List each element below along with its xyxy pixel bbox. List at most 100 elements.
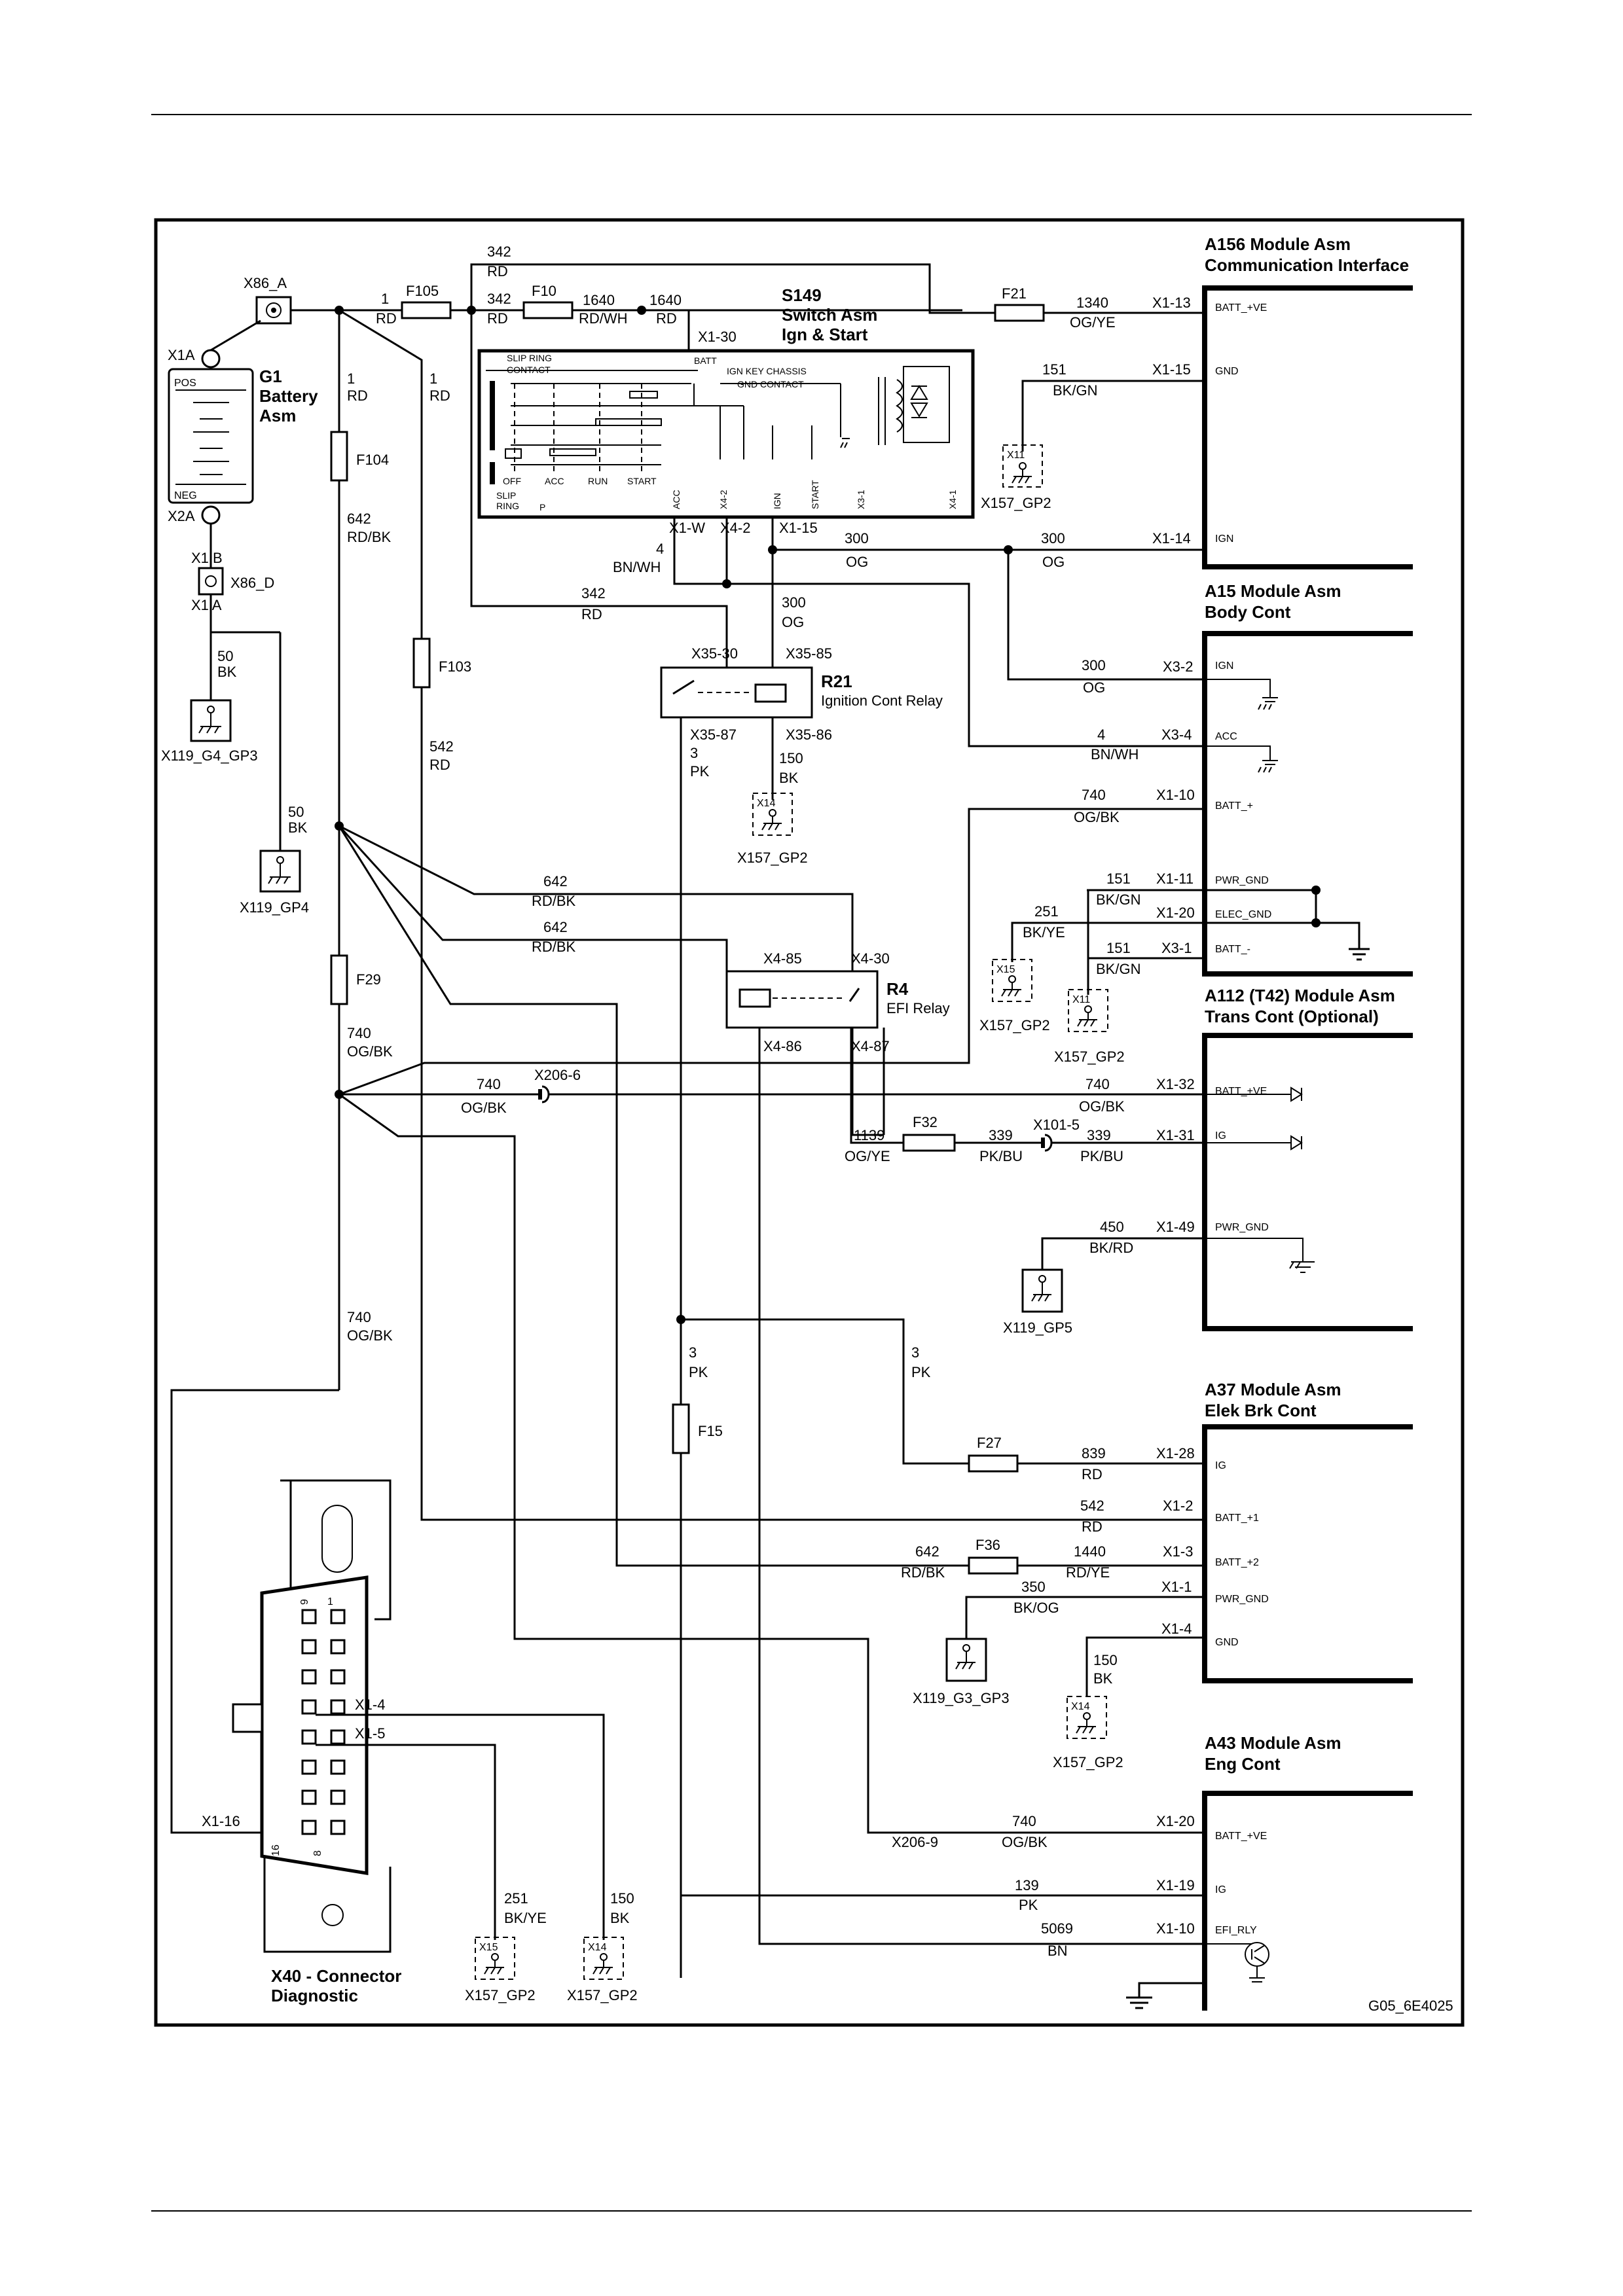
module-a15-subtitle: Body Cont (1205, 602, 1291, 622)
svg-text:X1-15: X1-15 (779, 520, 818, 536)
svg-text:X157_GP2: X157_GP2 (979, 1017, 1050, 1033)
svg-text:642: 642 (915, 1543, 939, 1560)
module-a15-title: A15 Module Asm (1205, 581, 1341, 601)
svg-text:OG: OG (1083, 679, 1105, 696)
dlc-x40 (232, 1479, 392, 1953)
svg-text:OG/BK: OG/BK (1074, 809, 1120, 825)
svg-text:IGN KEY CHASSIS: IGN KEY CHASSIS (727, 366, 807, 376)
svg-text:F27: F27 (977, 1435, 1002, 1451)
svg-text:150: 150 (610, 1890, 634, 1907)
svg-text:X4-1: X4-1 (947, 490, 958, 509)
svg-text:3: 3 (911, 1344, 919, 1361)
svg-text:139: 139 (1015, 1877, 1039, 1893)
svg-text:X1-1: X1-1 (1161, 1579, 1192, 1595)
svg-text:X15: X15 (479, 1942, 498, 1953)
svg-text:RD: RD (1082, 1518, 1103, 1535)
svg-text:X157_GP2: X157_GP2 (465, 1987, 536, 2003)
dlc-pin (330, 1789, 346, 1805)
fuse-f105 (401, 301, 452, 319)
svg-text:Battery: Battery (259, 386, 318, 406)
svg-text:342: 342 (581, 585, 606, 601)
svg-text:OG/BK: OG/BK (1079, 1098, 1125, 1115)
svg-text:X14: X14 (1071, 1701, 1090, 1712)
svg-text:X157_GP2: X157_GP2 (737, 850, 808, 866)
svg-text:X1-14: X1-14 (1152, 530, 1191, 547)
svg-text:PK: PK (911, 1364, 931, 1380)
module-a112-subtitle: Trans Cont (Optional) (1205, 1007, 1379, 1026)
svg-text:BK: BK (288, 819, 308, 836)
module-a43-subtitle: Eng Cont (1205, 1754, 1281, 1774)
svg-text:IG: IG (1215, 1130, 1226, 1141)
svg-text:BK/GN: BK/GN (1096, 891, 1140, 908)
svg-text:IGN: IGN (1215, 533, 1233, 545)
svg-text:X1-13: X1-13 (1152, 295, 1191, 311)
dlc-pin (301, 1699, 317, 1715)
svg-text:X1-19: X1-19 (1156, 1877, 1195, 1893)
svg-text:F10: F10 (532, 283, 556, 299)
svg-text:OG/BK: OG/BK (347, 1327, 393, 1344)
svg-text:BATT_+VE: BATT_+VE (1215, 1086, 1267, 1097)
svg-text:1440: 1440 (1074, 1543, 1106, 1560)
svg-text:342: 342 (487, 291, 511, 307)
svg-text:RD: RD (487, 310, 508, 327)
svg-text:740: 740 (1085, 1076, 1110, 1092)
svg-text:RD/BK: RD/BK (347, 529, 392, 545)
relay-r21-id: R21 (821, 672, 852, 691)
svg-text:151: 151 (1106, 940, 1131, 956)
svg-text:X1 B: X1 B (191, 550, 223, 566)
svg-text:1: 1 (429, 370, 437, 387)
module-a37: A37 Module Asm Elek Brk Cont IG BATT_+1 … (1202, 1380, 1413, 1683)
svg-text:Asm: Asm (259, 406, 296, 425)
svg-text:X14: X14 (588, 1942, 607, 1953)
svg-text:X1-20: X1-20 (1156, 905, 1195, 921)
svg-text:PK: PK (690, 763, 710, 780)
svg-text:X1-10: X1-10 (1156, 787, 1195, 803)
svg-text:X1-28: X1-28 (1156, 1445, 1195, 1462)
module-a43: A43 Module Asm Eng Cont BATT_+VE IG EFI_… (1202, 1733, 1413, 2011)
svg-text:151: 151 (1042, 361, 1067, 378)
svg-text:3: 3 (689, 1344, 697, 1361)
svg-text:50: 50 (217, 648, 233, 664)
svg-text:ACC: ACC (545, 476, 564, 486)
svg-text:16: 16 (270, 1844, 282, 1856)
svg-text:BK: BK (1093, 1670, 1113, 1687)
dlc-pin (301, 1820, 317, 1835)
dlc-pin (301, 1639, 317, 1655)
svg-text:300: 300 (1041, 530, 1065, 547)
svg-text:F105: F105 (406, 283, 439, 299)
svg-text:150: 150 (1093, 1652, 1118, 1668)
svg-text:X3-1: X3-1 (1161, 940, 1192, 956)
svg-text:X119_G4_GP3: X119_G4_GP3 (161, 747, 258, 764)
dlc-pin (301, 1759, 317, 1775)
svg-text:RD/WH: RD/WH (579, 310, 628, 327)
fuse-f21 (994, 304, 1045, 322)
dlc-pin (301, 1789, 317, 1805)
svg-text:X157_GP2: X157_GP2 (981, 495, 1051, 511)
svg-text:OG/BK: OG/BK (1002, 1834, 1048, 1850)
fuse-f15 (672, 1403, 690, 1454)
svg-text:X119_GP5: X119_GP5 (1003, 1319, 1072, 1336)
svg-text:1139: 1139 (854, 1127, 884, 1143)
svg-text:339: 339 (1087, 1127, 1111, 1143)
svg-text:RD/BK: RD/BK (532, 893, 576, 909)
svg-text:BATT_+: BATT_+ (1215, 800, 1253, 812)
svg-text:X1 A: X1 A (191, 597, 222, 613)
svg-text:X1-16: X1-16 (202, 1813, 240, 1829)
svg-text:642: 642 (543, 873, 568, 889)
svg-text:X206-6: X206-6 (534, 1067, 581, 1083)
svg-text:RD: RD (1082, 1466, 1103, 1482)
module-a37-title: A37 Module Asm (1205, 1380, 1341, 1399)
svg-text:F15: F15 (698, 1423, 723, 1439)
module-a156: A156 Module Asm Communication Interface … (1202, 234, 1413, 569)
svg-text:642: 642 (543, 919, 568, 935)
svg-text:X1-32: X1-32 (1156, 1076, 1195, 1092)
svg-text:X35-87: X35-87 (690, 726, 737, 743)
svg-text:251: 251 (504, 1890, 528, 1907)
diagram-id: G05_6E4025 (1368, 1998, 1453, 2014)
svg-text:PWR_GND: PWR_GND (1215, 1222, 1269, 1233)
dlc-pin (330, 1609, 346, 1624)
svg-text:BK/OG: BK/OG (1013, 1600, 1059, 1616)
svg-text:X15: X15 (996, 964, 1015, 975)
svg-text:RING: RING (496, 501, 519, 511)
svg-text:X1-15: X1-15 (1152, 361, 1191, 378)
